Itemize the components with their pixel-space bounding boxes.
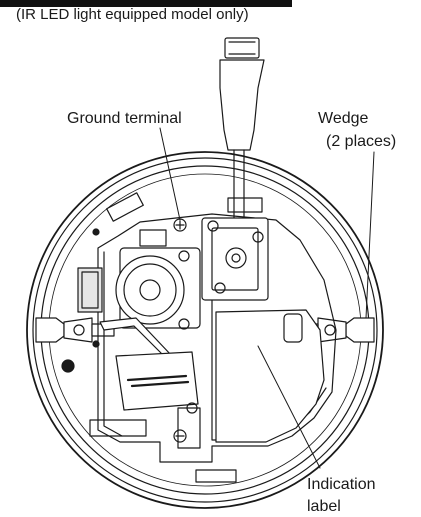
indication-label-panel <box>215 309 325 443</box>
wedge-left <box>35 317 115 343</box>
mounting-tabs <box>89 192 303 483</box>
ground-terminal-screw <box>173 218 187 232</box>
lens-module <box>115 229 201 330</box>
ground-terminal-label: Ground terminal <box>67 110 182 127</box>
screwdriver <box>219 37 265 253</box>
indication-label-leader <box>257 345 321 469</box>
leader-lines <box>159 127 375 469</box>
side-bracket <box>77 267 103 313</box>
indication-label-line2: label <box>307 498 341 515</box>
wedge-label-line2: (2 places) <box>326 133 397 150</box>
wedge-label-line1: Wedge <box>318 110 369 127</box>
cable-clamp <box>99 317 199 411</box>
header-bar <box>0 0 292 7</box>
wedge-leader <box>365 151 375 319</box>
ground-terminal-leader <box>159 127 181 221</box>
terminal-block <box>201 217 269 301</box>
base-screws <box>61 228 198 443</box>
model-caption: (IR LED light equipped model only) <box>16 6 249 23</box>
indication-label-line1: Indication <box>307 476 376 493</box>
